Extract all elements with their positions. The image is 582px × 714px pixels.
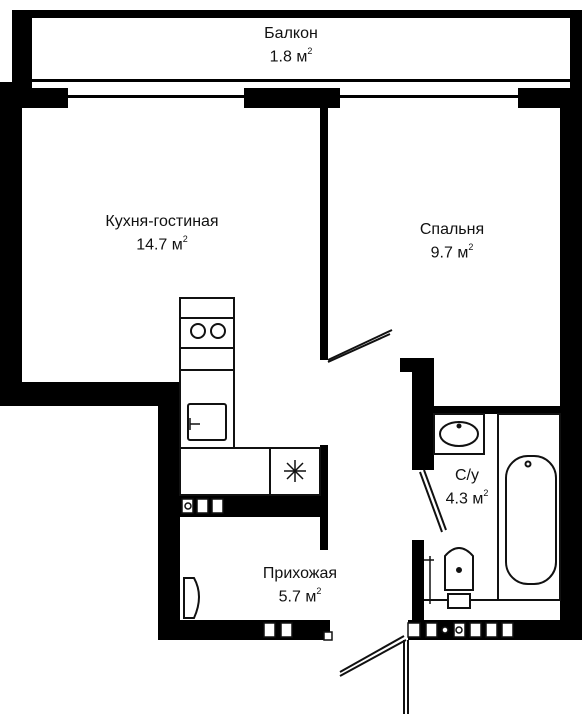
bottom-wall-left [158, 620, 330, 640]
socket-icon [196, 498, 209, 514]
socket-icon [263, 622, 276, 638]
balcony-wall-right [570, 10, 582, 88]
socket-icon [485, 622, 498, 638]
room-area: 5.7 м2 [278, 586, 322, 606]
room-label-kitchen: Кухня-гостиная 14.7 м2 [72, 212, 252, 254]
kitchen-bottom-wall [0, 382, 180, 406]
socket-icon [323, 631, 333, 641]
bathroom-left-wall-lower [412, 540, 424, 620]
room-area: 14.7 м2 [136, 234, 188, 254]
door-entrance-leaf [339, 635, 405, 673]
kitchen-fixtures [179, 297, 321, 496]
stove-burner-icon [190, 323, 206, 339]
room-name: С/у [455, 467, 479, 484]
outer-wall-right [560, 108, 582, 638]
snowflake-icon [284, 460, 306, 482]
room-area: 1.8 м2 [269, 46, 313, 66]
doors [327, 329, 447, 714]
partition-hallway [320, 445, 328, 550]
bathroom-top-wall [412, 406, 560, 414]
door-bathroom-leaf [419, 471, 443, 533]
socket-icon [211, 498, 224, 514]
socket-icon [501, 622, 514, 638]
room-label-balcony: Балкон 1.8 м2 [236, 24, 346, 66]
room-name: Прихожая [262, 565, 338, 582]
room-label-bedroom: Спальня 9.7 м2 [392, 220, 512, 262]
bathroom-fixtures [424, 413, 561, 609]
outer-wall-left [0, 82, 22, 382]
room-area: 9.7 м2 [430, 242, 474, 262]
socket-icon [280, 622, 293, 638]
window-bedroom [340, 95, 518, 98]
balcony-rail [32, 79, 570, 82]
kitchen-sink [187, 403, 227, 441]
walls [0, 10, 582, 640]
stove-burner-icon [210, 323, 226, 339]
socket-icon [469, 622, 482, 638]
partition-kitchen-bedroom [320, 108, 328, 360]
stove [179, 297, 235, 371]
door-bedroom-leaf [327, 333, 391, 363]
wall-pier-right [518, 88, 582, 108]
wall-pier-mid [244, 88, 340, 108]
bathroom-left-wall [412, 358, 434, 470]
hallway-fixtures [183, 577, 200, 619]
wardrobe-sink [183, 577, 200, 619]
room-name: Кухня-гостиная [105, 213, 219, 230]
window-kitchen [68, 95, 244, 98]
balcony-wall-left [12, 10, 32, 88]
door-entrance [339, 639, 407, 677]
room-label-bathroom: С/у 4.3 м2 [422, 466, 512, 508]
door-bathroom [423, 469, 447, 531]
room-name: Балкон [264, 25, 318, 42]
hallway-left-wall [158, 382, 180, 640]
room-area: 4.3 м2 [445, 488, 489, 508]
wall-pier-left [22, 88, 68, 108]
room-name: Спальня [419, 221, 485, 238]
room-label-hallway: Прихожая 5.7 м2 [240, 564, 360, 606]
socket-icon [425, 622, 438, 638]
door-bedroom [327, 329, 393, 361]
balcony-wall-top [12, 10, 582, 18]
counter-extension [179, 447, 271, 496]
sockets [181, 498, 514, 641]
